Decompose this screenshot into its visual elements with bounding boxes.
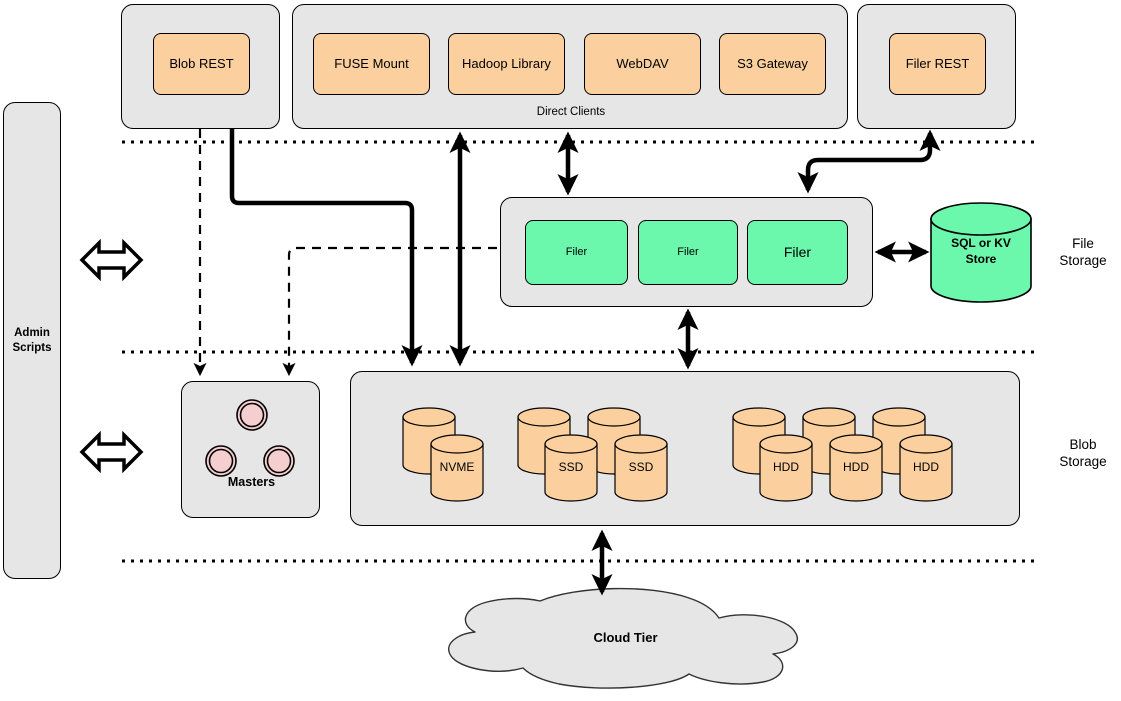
hdd-cluster[interactable]: HDD HDD HDD <box>731 400 981 505</box>
nvme-cluster[interactable]: NVME <box>401 400 511 505</box>
master-node-right <box>263 445 295 477</box>
s3-gateway-node[interactable]: S3 Gateway <box>719 33 826 95</box>
s3-gateway-label: S3 Gateway <box>737 55 808 71</box>
cloud-tier-shape <box>448 587 798 689</box>
hdd-label-3: HDD <box>913 460 939 474</box>
ssd-cluster[interactable]: SSD SSD <box>516 400 696 505</box>
direct-clients-caption: Direct Clients <box>536 106 606 118</box>
blob-rest-label: Blob REST <box>169 55 234 71</box>
filer-node-1-label: Filer <box>565 246 588 259</box>
webdav-label: WebDAV <box>616 55 669 71</box>
master-node-top <box>236 399 268 431</box>
filer-rest-label: Filer REST <box>905 55 970 71</box>
filer-rest-group: Filer REST <box>857 4 1016 129</box>
ssd-label-2: SSD <box>628 460 654 474</box>
nvme-cylinders <box>402 407 484 502</box>
ssd-label-1: SSD <box>558 460 584 474</box>
webdav-node[interactable]: WebDAV <box>584 33 701 95</box>
ssd-cylinders <box>517 407 668 502</box>
sql-kv-store-shape <box>930 202 1032 303</box>
hdd-label-2: HDD <box>843 460 869 474</box>
admin-to-blob-arrow <box>79 430 144 474</box>
masters-nodes <box>205 399 295 477</box>
masters-label: Masters <box>227 475 276 489</box>
direct-clients-group: FUSE Mount Hadoop Library WebDAV S3 Gate… <box>292 4 848 129</box>
fuse-mount-node[interactable]: FUSE Mount <box>313 33 430 95</box>
nvme-label: NVME <box>439 460 475 474</box>
filer-node-2-label: Filer <box>677 246 699 259</box>
filer-node-2[interactable]: Filer <box>638 220 738 285</box>
blob-rest-node[interactable]: Blob REST <box>153 33 250 95</box>
filer-node-3-label: Filer <box>783 244 812 261</box>
masters-group: Masters <box>181 381 320 518</box>
cloud-tier-label: Cloud Tier <box>593 630 658 645</box>
filer-node-3[interactable]: Filer <box>747 220 848 285</box>
fuse-mount-label: FUSE Mount <box>334 55 409 71</box>
admin-to-file-arrow <box>79 238 144 282</box>
filer-rest-to-filer-link <box>797 129 941 194</box>
hdd-cylinders <box>732 407 953 502</box>
blob-rest-group: Blob REST <box>121 4 280 129</box>
filer-rest-node[interactable]: Filer REST <box>889 33 986 95</box>
hdd-label-1: HDD <box>773 460 799 474</box>
hadoop-library-node[interactable]: Hadoop Library <box>448 33 565 95</box>
blob-rest-to-volumes-link <box>229 129 423 367</box>
master-node-left <box>205 445 237 477</box>
cloud-tier[interactable]: Cloud Tier <box>437 587 814 693</box>
filer-to-masters-link <box>282 246 497 377</box>
filer-group: Filer Filer Filer <box>500 197 873 307</box>
blob-storage-group: NVME SSD SSD <box>350 371 1020 526</box>
filer-node-1[interactable]: Filer <box>525 220 628 285</box>
hadoop-library-label: Hadoop Library <box>462 55 551 71</box>
